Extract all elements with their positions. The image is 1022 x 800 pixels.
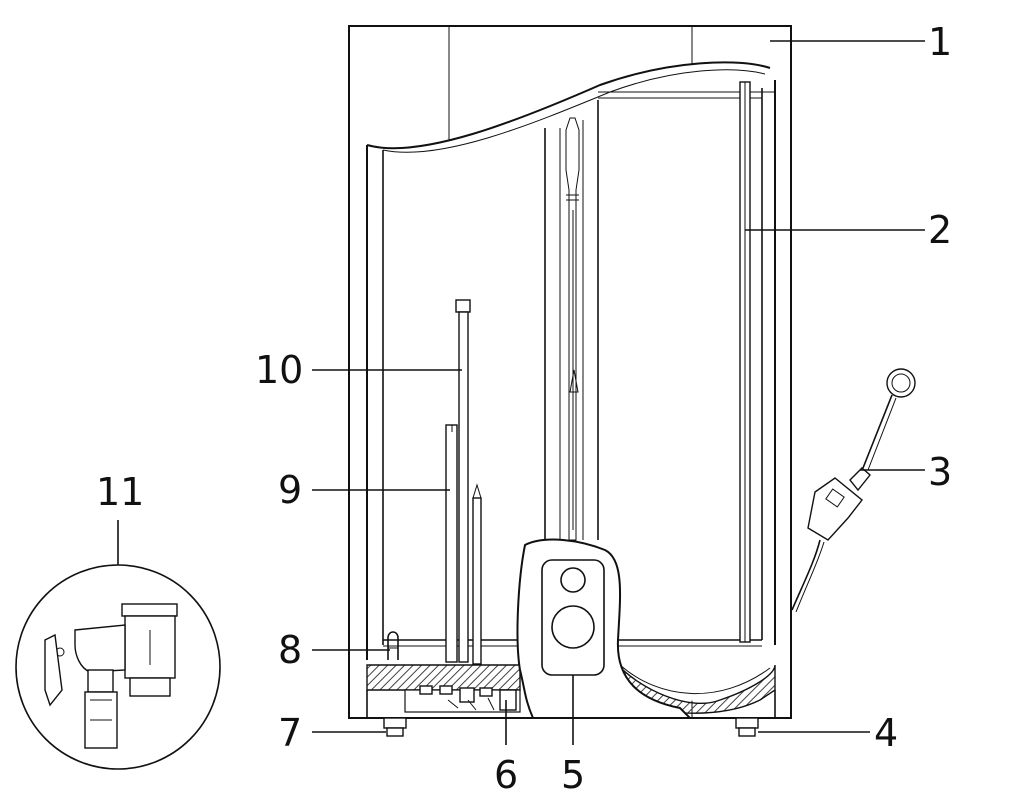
part-11-valve-detail <box>15 564 221 770</box>
callout-5: 5 <box>561 753 585 797</box>
callout-2: 2 <box>928 208 952 252</box>
callout-1: 1 <box>928 20 952 64</box>
callout-6: 6 <box>494 753 518 797</box>
callout-7: 7 <box>278 711 302 755</box>
leader-lines <box>117 40 925 745</box>
callout-4: 4 <box>874 711 898 755</box>
part-4-right-foot <box>735 717 759 737</box>
callout-3: 3 <box>928 450 952 494</box>
callout-labels: 1 2 3 4 5 6 7 8 9 10 11 <box>96 20 952 797</box>
cutaway-inner-tank <box>366 61 776 704</box>
callout-8: 8 <box>278 628 302 672</box>
callout-9: 9 <box>278 468 302 512</box>
part-7-left-foot <box>383 717 407 737</box>
part-2-right-pipe <box>739 81 751 643</box>
callout-11: 11 <box>96 470 144 514</box>
callout-10: 10 <box>255 348 303 392</box>
part-8-bracket <box>387 631 399 660</box>
part-10-tube <box>455 299 471 663</box>
part-6-connectors <box>404 685 521 713</box>
part-3-power-cord <box>791 368 916 613</box>
part-9-element <box>445 424 482 665</box>
